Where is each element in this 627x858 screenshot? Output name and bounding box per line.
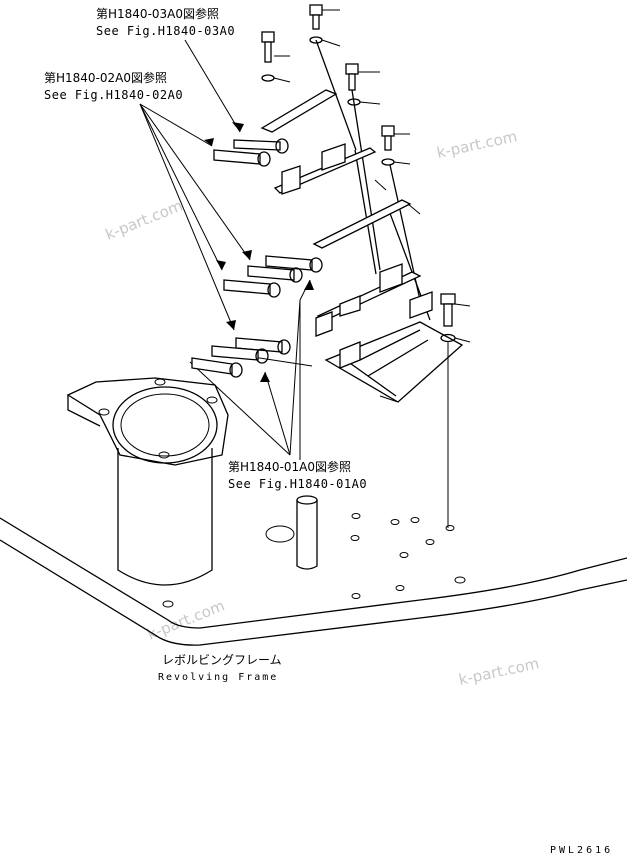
top-plate — [260, 89, 338, 133]
watermark: k-part.com — [457, 654, 541, 689]
lower-bracket — [315, 263, 433, 337]
bolt — [261, 31, 275, 82]
spacer-bolt — [213, 149, 271, 167]
spacer-bolt — [233, 138, 289, 154]
drawing-code: PWL2616 — [550, 845, 613, 856]
ref-fig02-en: See Fig.H1840-02A0 — [44, 88, 183, 102]
ref-fig03-jp: 第H1840-03A0図参照 — [96, 6, 219, 21]
base-tray — [324, 321, 464, 403]
upper-bracket — [273, 143, 377, 195]
ref-fig01-jp: 第H1840-01A0図参照 — [228, 459, 351, 474]
watermark: k-part.com — [103, 196, 185, 243]
spacer-bolt — [265, 255, 323, 273]
leader-lines — [139, 39, 313, 460]
middle-plate — [312, 199, 412, 249]
watermark: k-part.com — [435, 127, 519, 162]
cylinder-housing — [66, 377, 229, 586]
bolt-group — [261, 4, 456, 343]
spacer-bolt — [223, 279, 281, 298]
spacer-bolt — [211, 345, 269, 364]
ref-fig02-jp: 第H1840-02A0図参照 — [44, 70, 167, 85]
frame-label-jp: レボルビングフレーム — [162, 653, 282, 667]
bolt — [381, 125, 395, 166]
arrowheads — [204, 122, 314, 382]
frame-label-en: Revolving Frame — [158, 672, 278, 683]
ref-fig03-en: See Fig.H1840-03A0 — [96, 24, 235, 38]
spacer-bolt — [247, 265, 303, 283]
horizontal-bolts — [191, 138, 323, 378]
vertical-pipe — [296, 495, 318, 570]
revolving-frame — [0, 513, 627, 646]
bolt — [309, 4, 323, 44]
ref-fig01-en: See Fig.H1840-01A0 — [228, 477, 367, 491]
spacer-bolt — [191, 357, 243, 378]
bolt-leaders — [273, 9, 471, 528]
bolt — [345, 63, 361, 106]
